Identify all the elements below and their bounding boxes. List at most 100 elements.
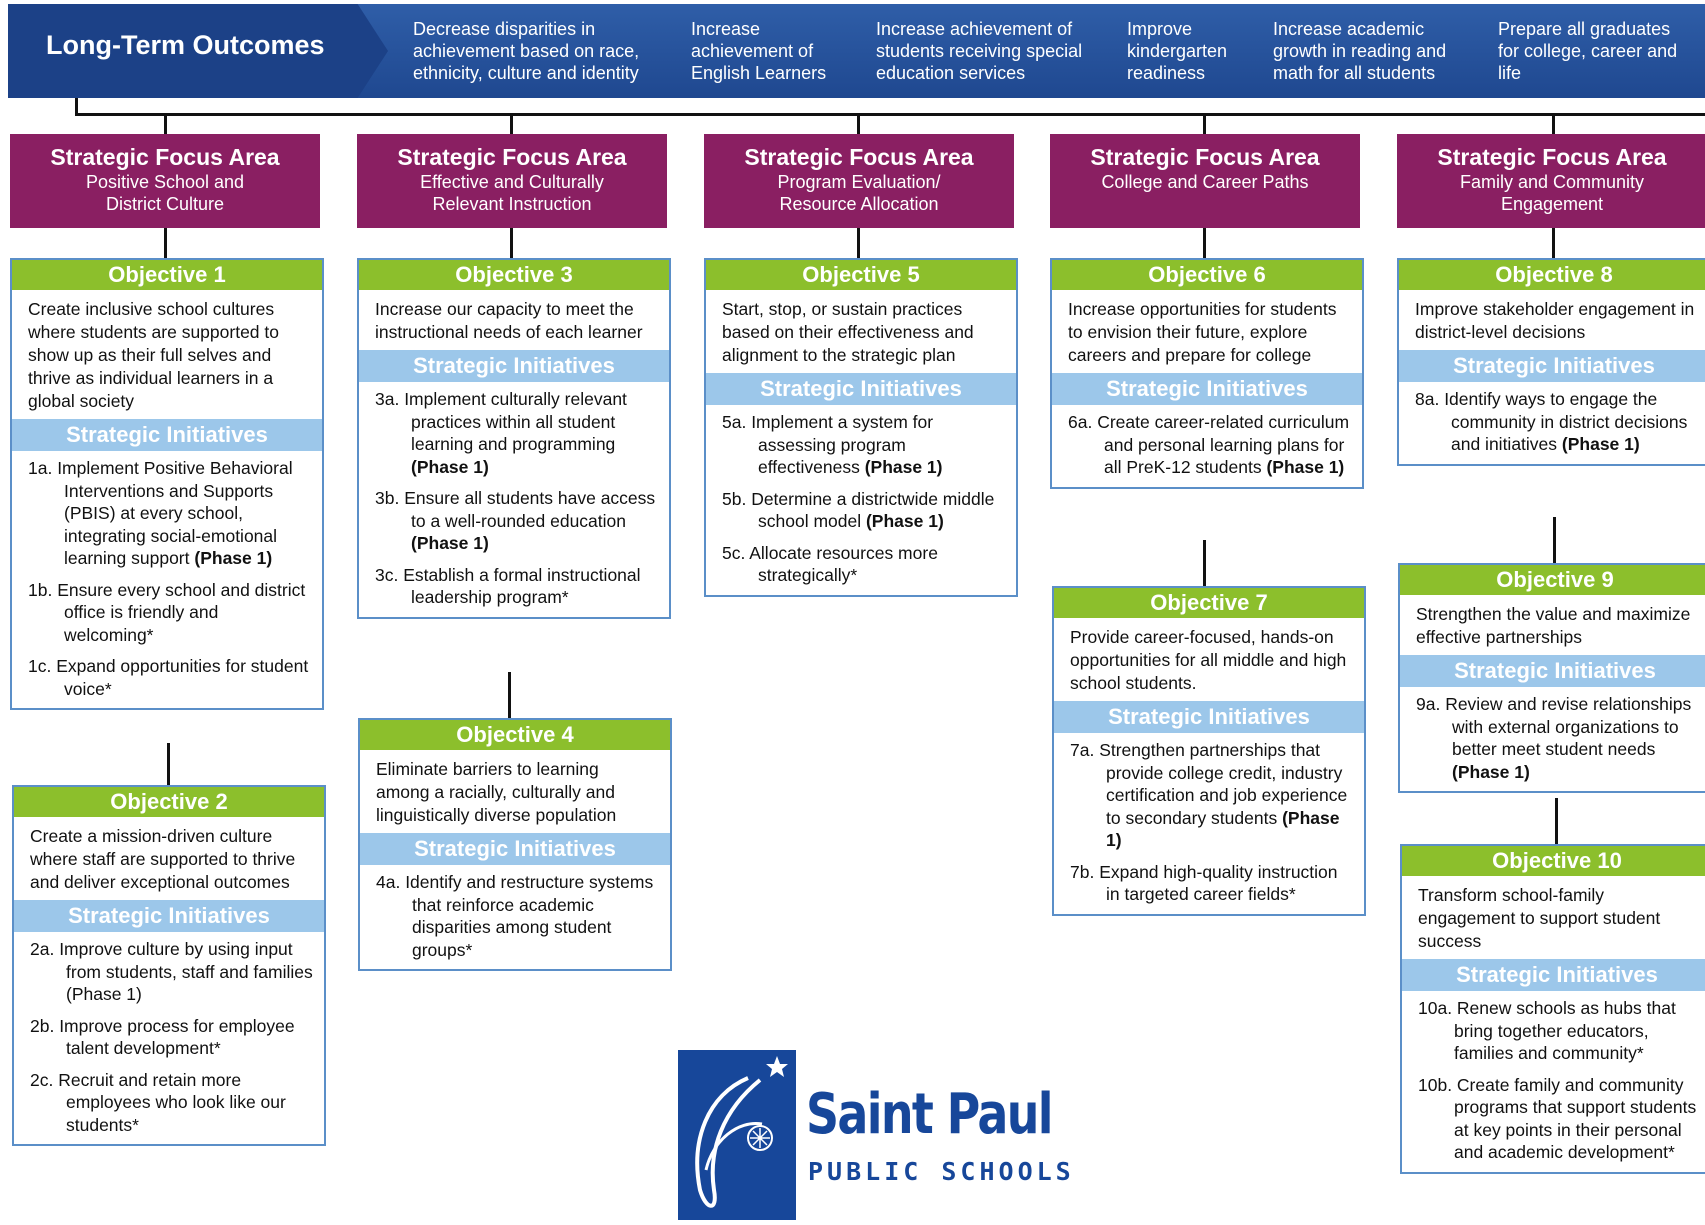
- focus-area-heading: Strategic Focus Area: [1437, 144, 1667, 170]
- connector-line: [1552, 228, 1555, 258]
- strategic-initiatives-heading: Strategic Initiatives: [1399, 350, 1705, 382]
- initiative-text: 1a. Implement Positive Behavioral Interv…: [28, 458, 293, 568]
- connector-line: [510, 228, 513, 258]
- connector-line: [1203, 228, 1206, 258]
- focus-area-heading: Strategic Focus Area: [744, 144, 974, 170]
- objective-2-box: Objective 2 Create a mission-driven cultu…: [12, 785, 326, 1146]
- initiative-text: 5c. Allocate resources more strategicall…: [722, 542, 938, 586]
- initiative-phase: (Phase 1): [411, 456, 489, 477]
- connector-line: [857, 113, 860, 134]
- strategic-initiatives-heading: Strategic Initiatives: [1400, 655, 1705, 687]
- objective-title: Objective 5: [706, 260, 1016, 290]
- objective-title: Objective 1: [12, 260, 322, 290]
- strategic-initiatives-heading: Strategic Initiatives: [360, 833, 670, 865]
- strategic-initiatives-heading: Strategic Initiatives: [1052, 373, 1362, 405]
- initiative-text: 3b. Ensure all students have access to a…: [375, 488, 656, 531]
- focus-area-heading: Strategic Focus Area: [50, 144, 280, 170]
- objective-title: Objective 8: [1399, 260, 1705, 290]
- strategic-initiatives-heading: Strategic Initiatives: [1054, 701, 1364, 733]
- initiative-text: 1b. Ensure every school and district off…: [28, 579, 306, 645]
- initiative-text: 3a. Implement culturally relevant practi…: [375, 389, 627, 454]
- initiative-phase: (Phase 1): [1561, 434, 1640, 454]
- connector-line: [167, 743, 170, 785]
- focus-area-heading: Strategic Focus Area: [397, 144, 627, 170]
- objective-title: Objective 4: [360, 720, 670, 750]
- focus-area-subtitle: Program Evaluation/ Resource Allocation: [777, 172, 941, 214]
- focus-area-subtitle: Effective and Culturally Relevant Instru…: [420, 172, 604, 214]
- initiative-item: 8a. Identify ways to engage the communit…: [1415, 388, 1699, 456]
- connector-line: [1552, 113, 1555, 134]
- strategic-initiatives-heading: Strategic Initiatives: [706, 373, 1016, 405]
- objective-title: Objective 7: [1054, 588, 1364, 618]
- connector-line: [164, 228, 167, 258]
- initiative-list: 7a. Strengthen partnerships that provide…: [1054, 733, 1364, 914]
- focus-area-subtitle: Family and Community Engagement: [1459, 172, 1645, 214]
- focus-area-family-engagement: Strategic Focus Area Family and Communit…: [1397, 134, 1705, 228]
- initiative-item: 3b. Ensure all students have access to a…: [375, 487, 659, 555]
- focus-area-subtitle: College and Career Paths: [1101, 172, 1309, 192]
- initiative-item: 3c. Establish a formal instructional lea…: [375, 564, 659, 609]
- objective-title: Objective 3: [359, 260, 669, 290]
- connector-line: [857, 228, 860, 258]
- strategic-initiatives-heading: Strategic Initiatives: [14, 900, 324, 932]
- strategic-initiatives-heading: Strategic Initiatives: [12, 419, 322, 451]
- initiative-list: 6a. Create career-related curriculum and…: [1052, 405, 1362, 487]
- strategic-initiatives-heading: Strategic Initiatives: [1402, 959, 1705, 991]
- initiative-phase: (Phase 1): [1266, 457, 1345, 477]
- initiative-list: 9a. Review and revise relationships with…: [1400, 687, 1705, 791]
- objective-text: Strengthen the value and maximize effect…: [1416, 604, 1691, 647]
- initiative-phase: (Phase 1): [194, 548, 273, 568]
- connector-line: [510, 113, 513, 134]
- objective-title: Objective 2: [14, 787, 324, 817]
- initiative-item: 1a. Implement Positive Behavioral Interv…: [28, 457, 312, 570]
- initiative-item: 10a. Renew schools as hubs that bring to…: [1418, 997, 1702, 1065]
- focus-area-program-evaluation: Strategic Focus Area Program Evaluation/…: [704, 134, 1014, 228]
- outcome-disparities: Decrease disparities in achievement base…: [413, 19, 640, 83]
- initiative-item: 3a. Implement culturally relevant practi…: [375, 388, 659, 478]
- initiative-list: 4a. Identify and restructure systems tha…: [360, 865, 670, 969]
- initiative-item: 2b. Improve process for employee talent …: [30, 1015, 314, 1060]
- initiative-phase: (Phase 1): [865, 511, 944, 531]
- initiative-item: 5a. Implement a system for assessing pro…: [722, 411, 1006, 479]
- initiative-text: 4a. Identify and restructure systems tha…: [376, 872, 654, 960]
- initiative-item: 5c. Allocate resources more strategicall…: [722, 542, 1006, 587]
- initiative-item: 10b. Create family and community program…: [1418, 1074, 1702, 1164]
- initiative-item: 5b. Determine a districtwide middle scho…: [722, 488, 1006, 533]
- outcome-special-education: Increase achievement of students receivi…: [876, 19, 1083, 83]
- initiative-text: 7b. Expand high-quality instruction in t…: [1070, 861, 1338, 905]
- initiative-phase: (Phase 1): [1452, 761, 1530, 782]
- district-logo-mark: [678, 1050, 796, 1220]
- strategic-initiatives-heading: Strategic Initiatives: [359, 350, 669, 382]
- focus-area-instruction: Strategic Focus Area Effective and Cultu…: [357, 134, 667, 228]
- objective-text: Provide career-focused, hands-on opportu…: [1070, 627, 1347, 693]
- logo-swoosh-icon: [695, 1056, 788, 1208]
- objective-text: Create inclusive school cultures where s…: [28, 299, 279, 411]
- focus-area-college-career: Strategic Focus Area College and Career …: [1050, 134, 1360, 228]
- outcome-graduates: Prepare all graduates for college, caree…: [1498, 19, 1678, 83]
- banner-title-box: [8, 4, 388, 98]
- objective-title: Objective 6: [1052, 260, 1362, 290]
- connector-line: [75, 98, 78, 116]
- objective-text: Increase opportunities for students to e…: [1068, 299, 1337, 365]
- logo-wordmark: Saint Paul: [806, 1082, 1054, 1147]
- objective-text: Transform school-family engagement to su…: [1418, 885, 1661, 951]
- initiative-item: 2c. Recruit and retain more employees wh…: [30, 1069, 314, 1137]
- initiative-text: 6a. Create career-related curriculum and…: [1068, 412, 1350, 477]
- initiative-text: 5b. Determine a districtwide middle scho…: [722, 488, 995, 532]
- initiative-text: 3c. Establish a formal instructional lea…: [375, 564, 641, 608]
- outcome-kindergarten: Improve kindergarten readiness: [1127, 19, 1228, 83]
- objective-text: Create a mission-driven culture where st…: [30, 826, 296, 892]
- initiative-text: 7a. Strengthen partnerships that provide…: [1070, 740, 1348, 828]
- objective-1-box: Objective 1 Create inclusive school cultu…: [10, 258, 324, 710]
- initiative-list: 8a. Identify ways to engage the communit…: [1399, 382, 1705, 464]
- logo-subtitle: PUBLIC SCHOOLS: [808, 1157, 1075, 1186]
- initiative-text: 1c. Expand opportunities for student voi…: [28, 656, 309, 699]
- outcome-academic-growth: Increase academic growth in reading and …: [1273, 19, 1447, 83]
- objective-text: Improve stakeholder engagement in distri…: [1415, 299, 1695, 342]
- initiative-list: 2a. Improve culture by using input from …: [14, 932, 324, 1144]
- objective-title: Objective 9: [1400, 565, 1705, 595]
- connector-line: [508, 672, 511, 718]
